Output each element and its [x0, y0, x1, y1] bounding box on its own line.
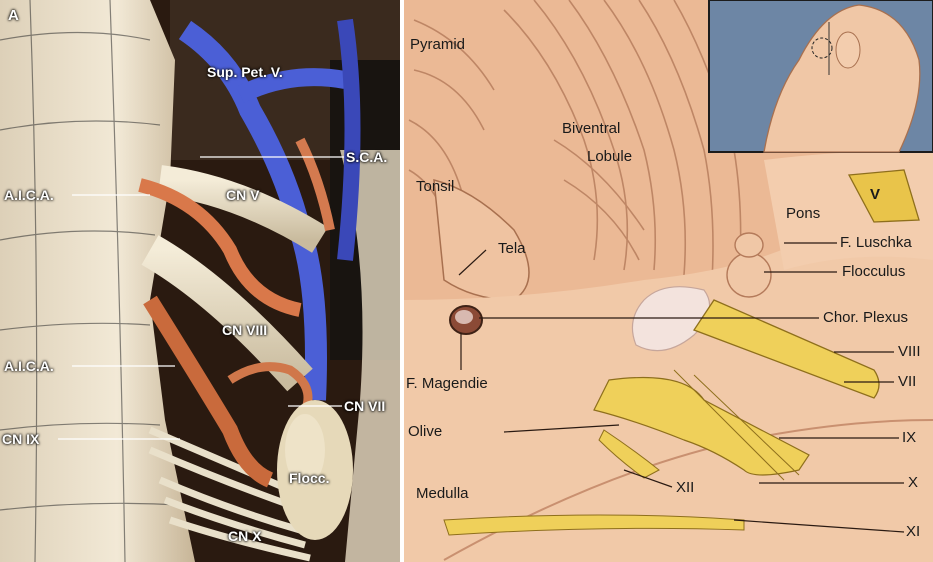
vestibulocochlear-nerve — [141, 235, 313, 392]
label-viii: VIII — [898, 343, 921, 360]
trigeminal-nerve-illustration — [847, 169, 920, 223]
label-cn-vii: CN VII — [344, 398, 386, 414]
label-biventral: Biventral — [562, 120, 621, 137]
label-tela: Tela — [498, 240, 526, 257]
choroid-plexus — [631, 286, 711, 352]
label-pons: Pons — [786, 205, 821, 222]
label-tonsil: Tonsil — [416, 178, 455, 195]
label-lobule: Lobule — [587, 148, 633, 165]
label-chor-plexus: Chor. Plexus — [823, 309, 909, 326]
anatomical-illustration-panel: Pyramid Biventral Lobule Tonsil Tela Pon… — [404, 0, 933, 562]
label-x: X — [908, 474, 919, 491]
label-v: V — [870, 186, 881, 203]
label-pyramid: Pyramid — [410, 36, 466, 53]
trigeminal-nerve — [158, 165, 328, 253]
label-cn-x: CN X — [228, 528, 262, 544]
label-f-luschka: F. Luschka — [840, 234, 912, 251]
illustration-leader-lines — [458, 242, 905, 533]
label-cn-v: CN V — [226, 187, 260, 203]
aica-loop-upper — [138, 178, 302, 317]
aica-loop-lower — [143, 295, 274, 488]
label-f-magendie: F. Magendie — [406, 375, 488, 392]
lower-cranial-nerves — [148, 426, 311, 562]
label-xi: XI — [906, 523, 921, 540]
inset-head — [763, 4, 921, 153]
label-xii: XII — [676, 479, 695, 496]
label-olive: Olive — [408, 423, 443, 440]
surgical-photo-panel: A Sup. Pet. V. S.C.A. A.I.C.A. CN V CN V… — [0, 0, 400, 562]
label-sca: S.C.A. — [346, 149, 388, 165]
label-flocculus: Flocculus — [842, 263, 906, 280]
label-aica-lower: A.I.C.A. — [4, 358, 54, 374]
label-cn-viii: CN VIII — [222, 322, 268, 338]
label-cn-ix: CN IX — [2, 431, 40, 447]
surgical-photo — [0, 0, 400, 562]
anatomical-illustration — [404, 0, 933, 562]
label-flocc: Flocc. — [289, 470, 330, 486]
superior-cerebellar-artery — [295, 137, 335, 231]
accessory-nerve — [443, 514, 745, 536]
cerebellum-surface — [0, 0, 195, 562]
photo-leader-lines — [58, 156, 344, 440]
label-sup-pet-v: Sup. Pet. V. — [207, 64, 283, 80]
label-medulla: Medulla — [416, 485, 469, 502]
label-aica-upper: A.I.C.A. — [4, 187, 54, 203]
superior-petrosal-vein — [178, 20, 327, 401]
panel-letter: A — [8, 7, 19, 24]
flocculus-illustration — [726, 252, 772, 298]
facial-vestibulocochlear-bundle — [693, 299, 880, 399]
label-ix: IX — [902, 429, 917, 446]
cottonoid-mesh — [0, 0, 181, 562]
label-vii: VII — [898, 373, 917, 390]
